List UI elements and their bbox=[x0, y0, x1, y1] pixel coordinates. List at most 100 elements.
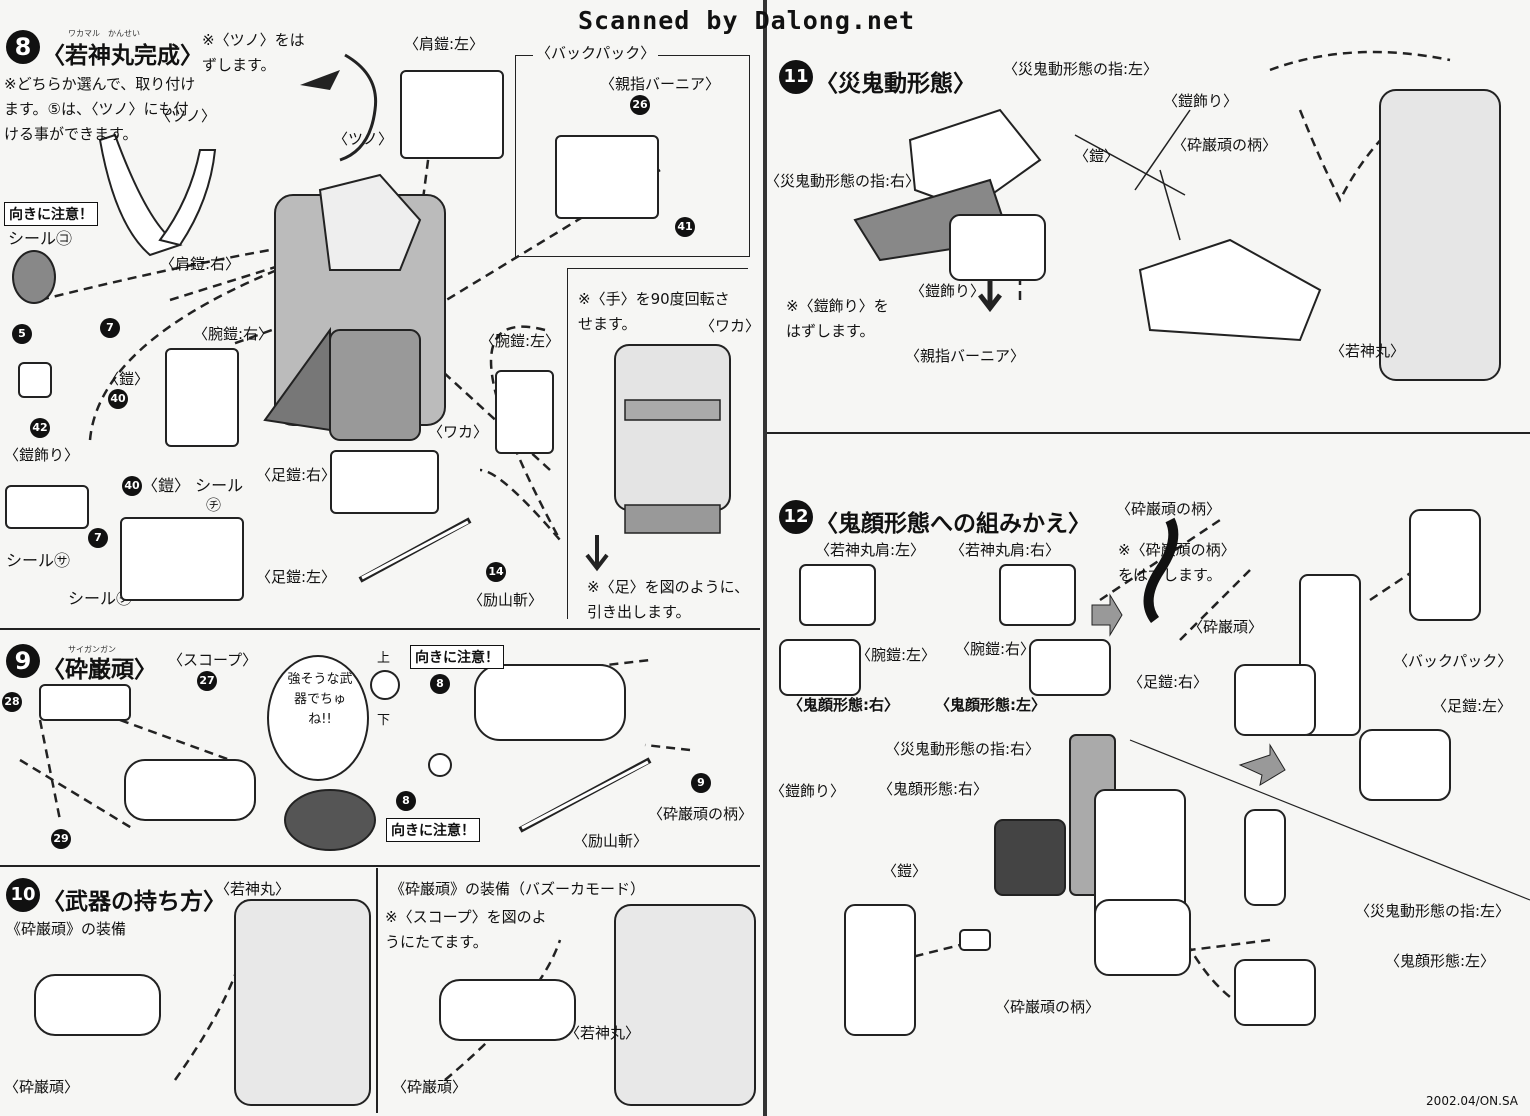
label-udeyoroi-migi: 〈腕鎧:右〉 bbox=[193, 325, 274, 343]
step-9-title-ruby: サイガンガン bbox=[68, 645, 116, 654]
label-tsuno-inset: 〈ツノ〉 bbox=[333, 130, 394, 148]
step-12-note-remove: ※〈砕巌頑の柄〉をはずします。 bbox=[1118, 541, 1236, 584]
shoulder-left-part bbox=[400, 70, 504, 159]
chest-part bbox=[5, 485, 89, 529]
part-number-7b: 7 bbox=[88, 528, 108, 548]
label-scope: 〈スコープ〉 bbox=[168, 651, 258, 669]
label-kigan-right-12b: 〈鬼顔形態:右〉 bbox=[878, 780, 989, 798]
label-saiganganno-e-11: 〈砕巌頑の柄〉 bbox=[1172, 136, 1278, 154]
label-udeyoroi-migi-12: 〈腕鎧:右〉 bbox=[955, 640, 1036, 658]
step-12-number: 12 bbox=[779, 500, 813, 534]
label-kigan-left: 〈鬼顔形態:左〉 bbox=[935, 696, 1046, 714]
label-saigangan-10a: 〈砕巌頑〉 bbox=[4, 1078, 80, 1096]
label-finger-left-12: 〈災鬼動形態の指:左〉 bbox=[1355, 902, 1511, 920]
warning-orientation-9b: 向きに注意！ bbox=[386, 818, 480, 842]
label-reizanzan-8: 〈励山斬〉 bbox=[468, 591, 544, 609]
part-number-14: 14 bbox=[486, 562, 506, 582]
warning-orientation-8: 向きに注意！ bbox=[4, 202, 98, 226]
part-number-8a: 8 bbox=[430, 674, 450, 694]
yoroikazari-part bbox=[18, 362, 52, 398]
part-number-7: 7 bbox=[100, 318, 120, 338]
label-wakamaru-11: 〈若神丸〉 bbox=[1330, 342, 1406, 360]
divider-step11-12 bbox=[767, 432, 1530, 434]
part-number-28: 28 bbox=[2, 692, 22, 712]
label-backpack-8: 〈バックパック〉 bbox=[533, 44, 659, 62]
label-ashiyoroi-migi-8: 〈足鎧:右〉 bbox=[256, 466, 337, 484]
step-8-title: 〈若神丸完成〉 bbox=[42, 43, 203, 69]
yoroi-part-upper bbox=[165, 348, 239, 447]
divider-step8-9 bbox=[0, 628, 760, 630]
label-yoroikazari-11b: 〈鎧飾り〉 bbox=[1163, 92, 1239, 110]
label-waka: 〈ワカ〉 bbox=[428, 423, 489, 441]
label-udeyoroi-hidari: 〈腕鎧:左〉 bbox=[480, 332, 561, 350]
part-number-26: 26 bbox=[630, 95, 650, 115]
seal-ko-icon bbox=[12, 250, 56, 304]
label-equip-bazooka: 《砕巌頑》の装備（バズーカモード） bbox=[390, 880, 646, 898]
label-seal-ta: シール㋟ bbox=[68, 589, 133, 608]
label-tsuno-top: 〈ツノ〉 bbox=[156, 107, 217, 125]
step-8-title-ruby: ワカマル かんせい bbox=[68, 29, 140, 38]
step-8-note-hand: ※〈手〉を90度回転させます。 bbox=[578, 290, 730, 333]
label-seal-sa: シール㋚ bbox=[6, 551, 71, 570]
step-12-title: 〈鬼顔形態への組みかえ〉 bbox=[815, 511, 1091, 537]
step-11-number: 11 bbox=[779, 60, 813, 94]
label-saigangan-12: 〈砕巌頑〉 bbox=[1188, 618, 1264, 636]
part-number-9: 9 bbox=[691, 773, 711, 793]
label-yoroikazari-11: 〈鎧飾り〉 bbox=[910, 282, 986, 300]
hand-inset-box bbox=[567, 268, 748, 619]
label-finger-right-12: 〈災鬼動形態の指:右〉 bbox=[885, 740, 1041, 758]
label-seal-chi: ㋠ bbox=[206, 496, 222, 514]
step-10-note-scope: ※〈スコープ〉を図のようにたてます。 bbox=[385, 908, 547, 951]
label-reizanzan-9: 〈励山斬〉 bbox=[573, 832, 649, 850]
step-10-title: 〈武器の持ち方〉 bbox=[42, 889, 226, 915]
step-8-note-horn: ※〈ツノ〉をはずします。 bbox=[202, 31, 305, 74]
label-finger-right-11: 〈災鬼動形態の指:右〉 bbox=[765, 172, 921, 190]
label-kigan-left-12b: 〈鬼顔形態:左〉 bbox=[1385, 952, 1496, 970]
step-11-note-remove: ※〈鎧飾り〉をはずします。 bbox=[786, 297, 889, 340]
label-yoroi-11: 〈鎧〉 bbox=[1074, 147, 1120, 165]
label-ashiyoroi-migi-12: 〈足鎧:右〉 bbox=[1128, 673, 1209, 691]
step-9-number: 9 bbox=[6, 644, 40, 678]
label-equip: 《砕巌頑》の装備 bbox=[6, 920, 127, 938]
step-8-note-choose: ※どちらか選んで、取り付けます。⑤は、〈ツノ〉にも付ける事ができます。 bbox=[4, 75, 196, 143]
part-number-41: 41 bbox=[675, 217, 695, 237]
label-shoulder-left: 〈若神丸肩:左〉 bbox=[815, 541, 926, 559]
label-yoroi-12: 〈鎧〉 bbox=[882, 862, 928, 880]
part-number-8b: 8 bbox=[396, 791, 416, 811]
step-9-title: 〈砕巌頑〉 bbox=[42, 657, 157, 683]
step-8-note-foot: ※〈足〉を図のように、引き出します。 bbox=[587, 578, 750, 621]
label-oyayubi-burnia-11: 〈親指バーニア〉 bbox=[905, 347, 1026, 365]
label-yoroikazari-12: 〈鎧飾り〉 bbox=[770, 782, 846, 800]
label-kigan-right: 〈鬼顔形態:右〉 bbox=[788, 696, 899, 714]
label-ashiyoroi-hidari-8: 〈足鎧:左〉 bbox=[256, 568, 337, 586]
label-saiganganno-e-9: 〈砕巌頑の柄〉 bbox=[648, 805, 754, 823]
divider-step9-10 bbox=[0, 865, 760, 867]
label-saiganganno-e-12b: 〈砕巌頑の柄〉 bbox=[995, 998, 1101, 1016]
warning-orientation-9a: 向きに注意！ bbox=[410, 645, 504, 669]
label-shoulder-right: 〈若神丸肩:右〉 bbox=[950, 541, 1061, 559]
step-10-number: 10 bbox=[6, 878, 40, 912]
divider-step10-inner bbox=[376, 868, 378, 1113]
label-wakamaru-10: 〈若神丸〉 bbox=[215, 880, 291, 898]
yoroi-part bbox=[120, 517, 244, 601]
label-waka-inset: 〈ワカ〉 bbox=[700, 317, 761, 335]
label-saigangan-10b: 〈砕巌頑〉 bbox=[392, 1078, 468, 1096]
label-yoroi-8: 〈鎧〉 bbox=[104, 370, 150, 388]
backpack-part bbox=[555, 135, 659, 219]
part-number-42: 42 bbox=[30, 418, 50, 438]
step-11-title: 〈災鬼動形態〉 bbox=[815, 71, 976, 97]
label-saiganganno-e-12: 〈砕巌頑の柄〉 bbox=[1116, 500, 1222, 518]
label-backpack-12: 〈バックパック〉 bbox=[1393, 652, 1513, 670]
label-yoroikazari-8: 〈鎧飾り〉 bbox=[4, 446, 80, 464]
label-oyayubi-burnia-8: 〈親指バーニア〉 bbox=[600, 75, 721, 93]
part-number-5: 5 bbox=[12, 324, 32, 344]
label-udeyoroi-hidari-12: 〈腕鎧:左〉 bbox=[856, 646, 937, 664]
part-number-27: 27 bbox=[197, 671, 217, 691]
watermark: Scanned by Dalong.net bbox=[578, 6, 916, 35]
label-ue: 上 bbox=[377, 651, 391, 666]
label-shita: 下 bbox=[377, 713, 391, 728]
speech-bubble: 強そうな武器でちゅね!! bbox=[287, 672, 353, 727]
label-wakamaru-10b: 〈若神丸〉 bbox=[565, 1024, 641, 1042]
center-divider bbox=[763, 0, 767, 1116]
